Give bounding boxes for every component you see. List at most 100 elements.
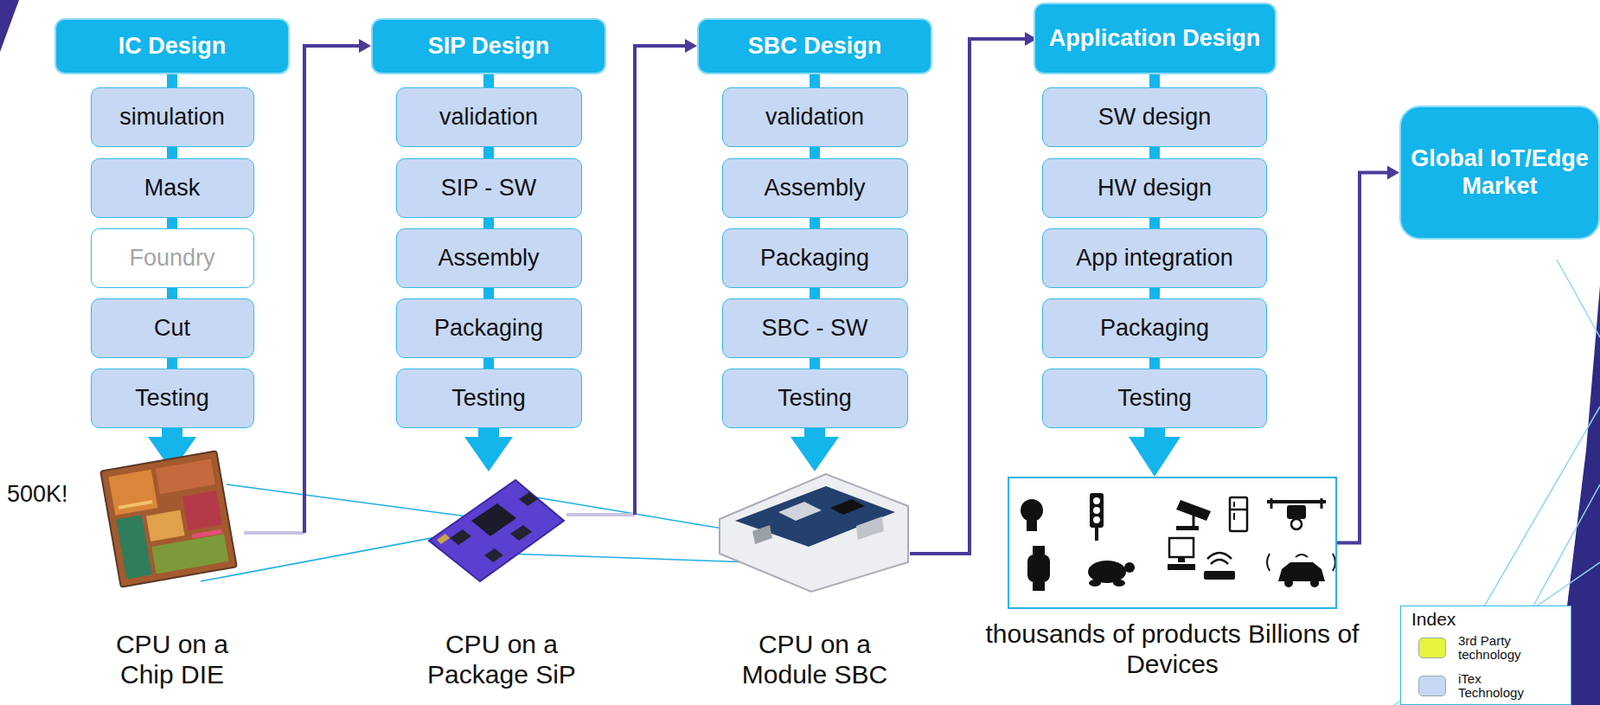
watch-icon xyxy=(1032,545,1045,555)
box-label: SW design xyxy=(1093,104,1217,131)
process-box: simulation xyxy=(90,87,255,148)
connector xyxy=(483,146,494,160)
chip-block xyxy=(155,458,216,494)
car-icon xyxy=(1295,554,1308,557)
connector xyxy=(483,287,494,300)
stem-connector xyxy=(166,357,178,370)
stem-connector xyxy=(483,73,494,89)
router-icon xyxy=(1207,552,1232,559)
stem-connector xyxy=(1149,217,1160,230)
connector xyxy=(1128,427,1181,477)
sbc-module xyxy=(719,473,909,592)
legend-swatch xyxy=(1418,675,1447,697)
process-box: App integration xyxy=(1042,228,1268,288)
connector xyxy=(1149,357,1160,370)
stage-header: SBC Design xyxy=(697,18,933,75)
box-label: Testing xyxy=(1112,385,1197,412)
down-arrows xyxy=(147,427,839,472)
drone-icon xyxy=(1267,499,1326,504)
stem-connector xyxy=(166,217,178,230)
box-label: validation xyxy=(434,104,544,131)
chip-block xyxy=(151,533,229,574)
process-box: SW design xyxy=(1042,87,1268,148)
box-label: Packaging xyxy=(755,245,875,272)
device-icons xyxy=(1020,492,1336,591)
fridge-icon xyxy=(1229,497,1248,532)
connector xyxy=(809,73,820,89)
process-box: validation xyxy=(396,87,583,148)
car-icon xyxy=(1310,578,1319,588)
stage-header: Application Design xyxy=(1033,2,1277,75)
sbc-part xyxy=(830,499,865,515)
sip-chip xyxy=(518,492,538,506)
sbc-board xyxy=(735,486,896,547)
camera-icon xyxy=(1192,515,1196,528)
computer-icon xyxy=(1177,556,1185,563)
box-label: IC Design xyxy=(113,33,232,60)
process-box: Cut xyxy=(90,298,255,359)
process-box: Testing xyxy=(1042,368,1268,429)
connector xyxy=(166,287,178,300)
process-box: Assembly xyxy=(396,228,583,288)
stem-connector xyxy=(1149,287,1160,300)
box-label: Packaging xyxy=(1094,315,1215,342)
traffic-light-icon xyxy=(1089,492,1104,528)
stem-connector xyxy=(166,146,178,160)
box-label: Packaging xyxy=(428,315,549,342)
box-label: SIP Design xyxy=(422,33,556,60)
down-arrow xyxy=(464,436,513,472)
flow-line xyxy=(634,45,687,515)
box-label: Mask xyxy=(139,175,206,202)
box-label: Foundry xyxy=(123,245,220,272)
sbc-part xyxy=(752,524,773,544)
traffic-light-icon xyxy=(1093,516,1101,524)
connector xyxy=(1337,166,1400,544)
car-icon xyxy=(1267,553,1270,571)
car-icon xyxy=(1278,562,1325,582)
chip-die xyxy=(100,450,237,588)
box-label: Testing xyxy=(772,385,858,412)
connector xyxy=(809,357,820,370)
turtle-icon xyxy=(1088,579,1101,587)
sbc-part xyxy=(778,501,822,521)
box-label: simulation xyxy=(114,104,231,131)
process-box: HW design xyxy=(1042,158,1268,218)
stem-connector xyxy=(809,146,820,160)
process-box: SIP - SW xyxy=(396,158,583,218)
connector xyxy=(1149,287,1160,300)
box-label: Assembly xyxy=(758,175,871,202)
stem-connector xyxy=(1149,73,1160,89)
flow-arrowhead xyxy=(684,38,698,53)
sip-pad xyxy=(436,533,450,544)
stem-connector xyxy=(1149,146,1160,160)
drone-icon xyxy=(1320,498,1324,509)
device-caption: thousands of products Billions of Device… xyxy=(982,619,1364,679)
sbc-part xyxy=(856,516,884,540)
elbow-connector xyxy=(1337,172,1389,544)
chip-block xyxy=(108,469,158,516)
chip-block xyxy=(182,490,223,531)
sbc-case xyxy=(719,473,909,592)
stem-connector xyxy=(166,73,178,89)
box-label: Global IoT/Edge Market xyxy=(1401,145,1599,199)
market-box: Global IoT/Edge Market xyxy=(1399,105,1600,240)
stem-connector xyxy=(166,287,178,300)
connector xyxy=(166,217,178,230)
chip-block xyxy=(117,499,153,510)
process-box: Packaging xyxy=(396,298,583,359)
bulb-icon xyxy=(1020,499,1044,522)
stem-connector xyxy=(809,357,820,370)
stage-header: IC Design xyxy=(54,18,290,75)
fridge-icon xyxy=(1233,512,1236,520)
legend-text: iTex Technology xyxy=(1458,672,1545,701)
zoom-line xyxy=(226,484,474,518)
flow-arrowhead xyxy=(358,38,372,53)
connector xyxy=(809,146,820,160)
stem-connector xyxy=(483,217,494,230)
stem-connector xyxy=(483,287,494,300)
stem-connector xyxy=(483,146,494,160)
connector xyxy=(166,73,178,89)
stage-caption: CPU on a Module SBC xyxy=(732,629,897,690)
